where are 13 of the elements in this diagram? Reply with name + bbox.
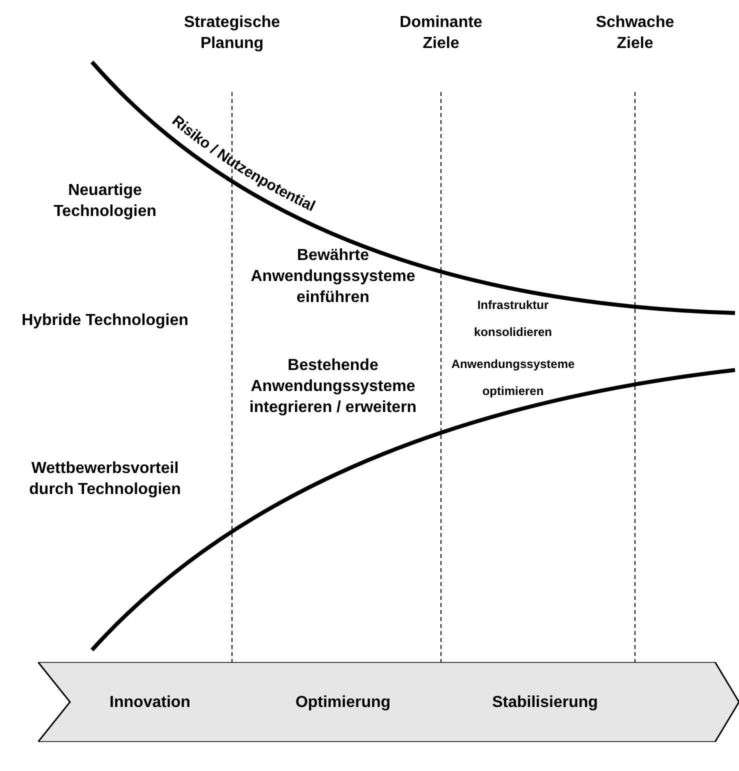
column-heading: Strategische Planung [182, 13, 282, 54]
task-label: Bestehende Anwendungssysteme integrieren / erweitern [248, 356, 418, 418]
task-label: Infrastruktur konsolidieren [472, 297, 554, 341]
column-heading: Dominante Ziele [398, 13, 484, 54]
phase-label: Optimierung [294, 693, 392, 713]
task-label: Anwendungssysteme optimieren [450, 356, 576, 400]
row-heading: Hybride Technologien [20, 311, 190, 331]
phase-label: Stabilisierung [491, 693, 599, 713]
column-heading: Schwache Ziele [594, 13, 676, 54]
row-heading: Neuartige Technologien [52, 181, 158, 222]
phase-label: Innovation [108, 693, 192, 713]
row-heading: Wettbewerbsvorteil durch Technologien [28, 459, 182, 500]
task-label: Bewährte Anwendungssysteme einführen [250, 246, 416, 308]
